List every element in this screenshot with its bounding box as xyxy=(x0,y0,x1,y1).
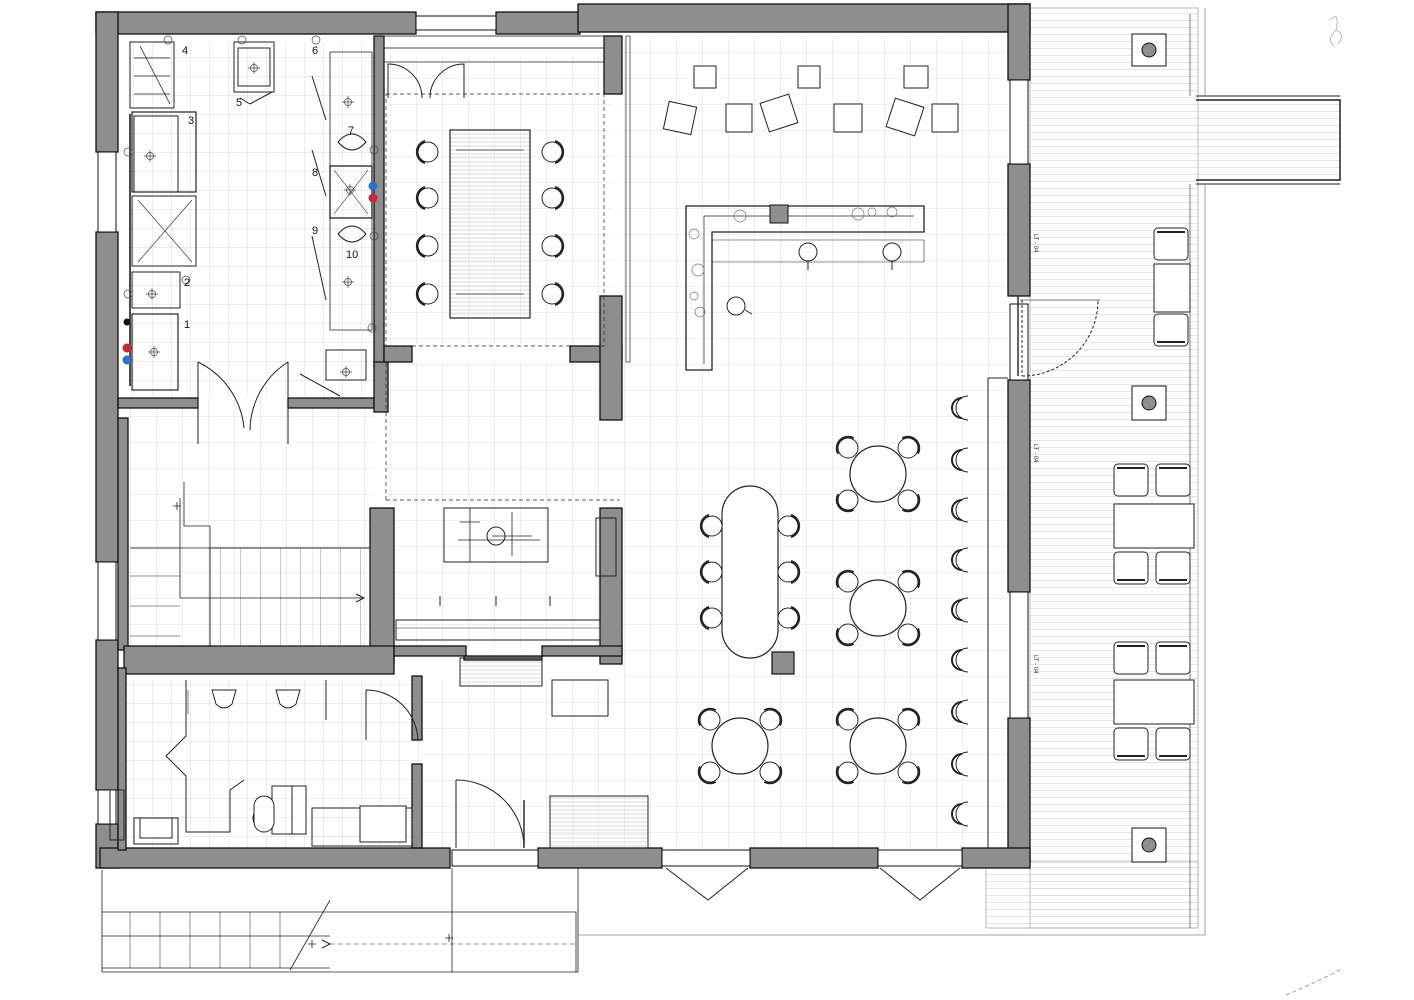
dining-chair xyxy=(759,761,783,785)
dining-chair xyxy=(897,761,921,785)
dining-chair xyxy=(541,282,565,306)
kitchen-label-8: 8 xyxy=(312,167,318,179)
kitchen-label-1: 1 xyxy=(184,319,190,331)
window-tag-1: LT - 04 xyxy=(1032,234,1038,253)
kitchen-label-3: 3 xyxy=(188,115,194,127)
counter-chair xyxy=(951,801,969,827)
dining-chair xyxy=(415,282,439,306)
terrace-chair xyxy=(1153,227,1189,261)
terrace-chair xyxy=(1113,727,1149,761)
round-table xyxy=(849,445,907,503)
dining-chair xyxy=(897,707,921,731)
terrace-chair xyxy=(1155,727,1191,761)
doors xyxy=(197,63,1099,901)
round-table xyxy=(711,717,769,775)
terrace-chair xyxy=(1155,641,1191,675)
terrace-columns xyxy=(1131,33,1167,863)
kitchen-label-10: 10 xyxy=(346,249,358,261)
counter-chair xyxy=(951,751,969,777)
terrace-chair xyxy=(1113,551,1149,585)
round-table xyxy=(849,579,907,637)
private-dining-chairs xyxy=(415,140,565,306)
bar-stools xyxy=(726,242,902,316)
counter-chair xyxy=(951,699,969,725)
dining-chair xyxy=(415,186,439,210)
dining-chair xyxy=(777,560,801,584)
dining-chair xyxy=(697,761,721,785)
dining-chair xyxy=(415,234,439,258)
counter-chair xyxy=(951,647,969,673)
windows xyxy=(97,15,1029,867)
dining-chair xyxy=(835,435,859,459)
dining-chair xyxy=(835,489,859,513)
dining-chair xyxy=(835,623,859,647)
lounge-seats xyxy=(662,65,959,137)
dining-chair xyxy=(835,707,859,731)
kitchen-label-9: 9 xyxy=(312,225,318,237)
dining-chair xyxy=(835,761,859,785)
kitchen-labels: 1 2 3 4 5 6 7 8 9 10 xyxy=(182,45,358,331)
dining-chair xyxy=(897,623,921,647)
dining-chair xyxy=(777,606,801,630)
tree-sketch xyxy=(1329,16,1342,47)
dining-chair xyxy=(541,234,565,258)
counter-chair xyxy=(951,597,969,623)
private-dining xyxy=(383,35,631,363)
round-table xyxy=(849,717,907,775)
dining-chair xyxy=(541,186,565,210)
kitchen-label-5: 5 xyxy=(236,97,242,109)
terrace-chair xyxy=(1113,641,1149,675)
dining-chair xyxy=(697,707,721,731)
wall-chairs xyxy=(951,395,969,827)
dining-chair xyxy=(777,514,801,538)
dining-chair xyxy=(541,140,565,164)
dining-chair xyxy=(699,560,723,584)
window-tag-2: LT - 04 xyxy=(1032,444,1038,463)
communal-table xyxy=(721,485,795,675)
dining-chair xyxy=(835,569,859,593)
bar xyxy=(685,204,925,371)
counter-chair xyxy=(951,447,969,473)
terrace-chair xyxy=(1155,551,1191,585)
terrace-chairs xyxy=(1113,227,1191,761)
wc xyxy=(109,680,413,847)
dining-chair xyxy=(415,140,439,164)
round-tables xyxy=(697,435,921,785)
dining-chair xyxy=(759,707,783,731)
terrace-chair xyxy=(1155,463,1191,497)
window-tags: LT - 04 LT - 04 LT - 04 xyxy=(1032,234,1038,674)
counter-chair xyxy=(951,547,969,573)
service-counter xyxy=(549,377,1008,849)
markers xyxy=(173,502,453,948)
kitchen xyxy=(122,35,379,391)
kitchen-label-2: 2 xyxy=(184,277,190,289)
kitchen-label-4: 4 xyxy=(182,45,188,57)
counter-chair xyxy=(951,497,969,523)
kitchen-label-6: 6 xyxy=(312,45,318,57)
dining-chair xyxy=(699,514,723,538)
dining-chair xyxy=(699,606,723,630)
terrace-tables xyxy=(1113,263,1195,725)
stairs xyxy=(101,482,579,973)
terrace-chair xyxy=(1113,463,1149,497)
dining-chair xyxy=(897,569,921,593)
wash-area xyxy=(385,362,620,717)
kitchen-label-7: 7 xyxy=(348,125,354,137)
terrace-chair xyxy=(1153,313,1189,347)
counter-chair xyxy=(951,395,969,421)
dining-chair xyxy=(897,489,921,513)
window-tag-3: LT - 04 xyxy=(1032,655,1038,674)
dining-chair xyxy=(897,435,921,459)
